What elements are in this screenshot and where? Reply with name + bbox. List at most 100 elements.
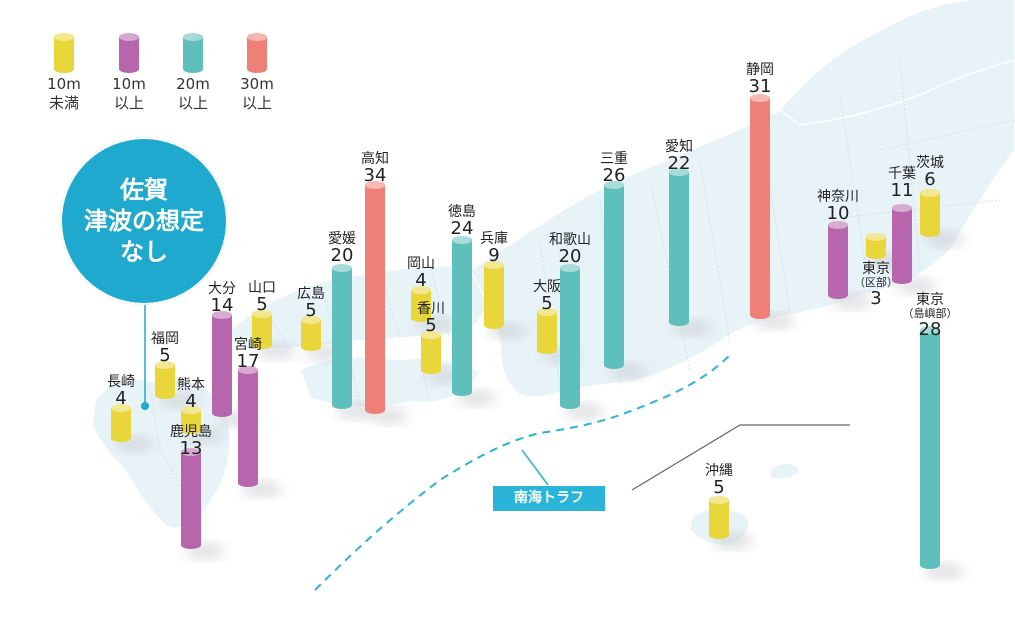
pillar-cap (892, 204, 912, 212)
pillar-body (828, 225, 848, 295)
pillar-cap (604, 181, 624, 189)
pillar-cap (155, 361, 175, 369)
pillar-10 (411, 286, 455, 332)
pillar-base (709, 531, 729, 539)
tsunami-height-value: 4 (415, 270, 427, 291)
prefecture-name: 沖縄 (705, 463, 733, 479)
pillar-1 (155, 361, 199, 409)
pillar-22 (920, 189, 964, 247)
tsunami-height-value: 17 (236, 351, 260, 372)
prefecture-name: 長崎 (107, 374, 135, 390)
tsunami-height-value: 11 (890, 180, 914, 201)
pillars-layer (111, 94, 964, 579)
pillar-base (484, 321, 504, 329)
pillar-cap (452, 236, 472, 244)
pillar-body (365, 185, 385, 410)
pillar-cap (537, 308, 557, 316)
pillar-body (181, 410, 201, 430)
prefecture-name: 熊本 (177, 377, 205, 393)
prefecture-name: 愛媛 (328, 231, 356, 247)
pillar-6 (252, 310, 296, 359)
trough-label-connector (521, 449, 549, 486)
pillar-4 (212, 311, 256, 427)
pillar-cap (181, 406, 201, 414)
legend-item-over-10m: 10m 以上 (99, 32, 159, 112)
pillar-5 (238, 366, 282, 497)
pillar-23 (920, 326, 964, 579)
pillar-0 (111, 404, 155, 452)
tsunami-height-value: 5 (713, 477, 725, 498)
pillar-21 (892, 204, 936, 294)
pillar-cap (111, 404, 131, 412)
saga-no-tsunami-badge: 佐賀 津波の想定 なし (60, 137, 228, 305)
tsunami-height-value: 10 (826, 203, 850, 224)
pillar-cap (560, 264, 580, 272)
pillar-body (421, 335, 441, 370)
pillar-base (828, 291, 848, 299)
pillar-base (238, 479, 258, 487)
pillar-cap (920, 326, 940, 334)
pillar-base (452, 388, 472, 396)
pillar-base (560, 401, 580, 409)
pillar-cap (411, 286, 431, 294)
pillar-12 (452, 236, 496, 406)
pillar-18 (750, 94, 794, 329)
prefecture-name: 千葉 (888, 166, 916, 182)
pillar-cap (252, 310, 272, 318)
legend-line2: 未満 (48, 94, 79, 112)
pillar-cap (365, 181, 385, 189)
prefecture-name: 徳島 (448, 204, 476, 220)
legend-swatch-teal-icon (183, 33, 203, 73)
pillar-body (212, 315, 232, 413)
pillar-base (111, 434, 131, 442)
pillar-13 (484, 261, 528, 339)
tsunami-height-value: 4 (185, 391, 197, 412)
pillar-cap (212, 311, 232, 319)
pillar-base (181, 541, 201, 549)
pillar-cap (332, 264, 352, 272)
pillar-24 (709, 496, 753, 549)
tsunami-height-value: 5 (305, 300, 317, 321)
pillar-2 (181, 406, 225, 444)
pillar-base (411, 314, 431, 322)
legend-line1: 20m (176, 75, 210, 93)
pillar-body (560, 268, 580, 405)
pillar-cap (181, 448, 201, 456)
prefecture-name: 福岡 (151, 331, 179, 347)
prefecture-name: 静岡 (746, 62, 774, 78)
pillar-body (920, 193, 940, 233)
tsunami-height-value: 4 (115, 388, 127, 409)
tsunami-height-value: 31 (748, 76, 772, 97)
prefecture-name: 岡山 (407, 256, 435, 272)
pillar-body (301, 320, 321, 347)
tsunami-height-value: 14 (210, 295, 234, 316)
tsunami-height-value: 20 (330, 245, 354, 266)
pillar-body (484, 265, 504, 325)
tsunami-height-value: 20 (558, 246, 582, 267)
pillar-base (920, 561, 940, 569)
pillar-cap (484, 261, 504, 269)
legend-line2: 以上 (241, 94, 272, 112)
pillar-base (604, 361, 624, 369)
legend-line2: 以上 (113, 94, 144, 112)
pillar-body (181, 452, 201, 545)
tsunami-height-value: 5 (541, 293, 553, 314)
pillar-base (332, 401, 352, 409)
pillar-body (669, 172, 689, 322)
pillar-cap (750, 94, 770, 102)
pillar-base (155, 391, 175, 399)
prefecture-name: 兵庫 (480, 231, 508, 247)
legend-item-over-30m: 30m 以上 (227, 32, 287, 112)
pillar-base (537, 346, 557, 354)
prefecture-name: 宮崎 (234, 337, 262, 353)
pillar-body (709, 500, 729, 535)
pillar-base (866, 251, 886, 259)
prefecture-name: 広島 (297, 286, 325, 302)
tsunami-height-value: 9 (488, 245, 500, 266)
prefecture-name: 和歌山 (549, 232, 591, 248)
tsunami-height-value: 28 (918, 319, 942, 340)
prefecture-subarea: （島嶼部） (902, 307, 958, 320)
legend-swatch-purple-icon (119, 33, 139, 73)
